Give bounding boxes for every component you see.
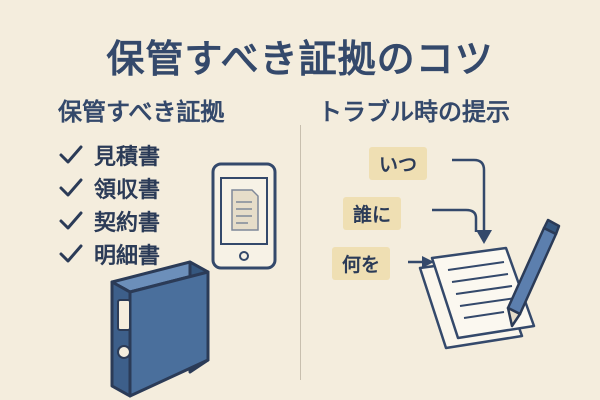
check-icon — [59, 178, 83, 196]
check-icon — [59, 211, 83, 229]
pen-icon — [506, 218, 561, 328]
evidence-heading: 保管すべき証拠 — [58, 98, 225, 126]
page-title: 保管すべき証拠のコツ — [106, 37, 494, 81]
check-icon — [59, 145, 83, 163]
label-what: 何を — [332, 247, 391, 280]
list-item: 契約書 — [58, 204, 160, 237]
check-icon — [59, 244, 83, 262]
list-item: 明細書 — [58, 237, 160, 270]
label-when: いつ — [369, 147, 428, 180]
list-item-label: 見積書 — [94, 144, 161, 170]
column-divider — [300, 125, 301, 380]
label-to-whom: 誰に — [343, 197, 402, 230]
binder-icon — [110, 260, 210, 398]
flow-arrows — [408, 158, 492, 268]
paper-document-icon — [418, 246, 536, 350]
list-item-label: 明細書 — [94, 243, 161, 269]
list-item: 領収書 — [58, 171, 160, 204]
list-item-label: 契約書 — [94, 210, 161, 236]
evidence-checklist: 見積書 領収書 契約書 明細書 — [58, 138, 160, 270]
presentation-heading: トラブル時の提示 — [318, 98, 510, 126]
smartphone-document-icon — [211, 162, 277, 270]
list-item-label: 領収書 — [94, 177, 161, 203]
list-item: 見積書 — [58, 138, 160, 171]
